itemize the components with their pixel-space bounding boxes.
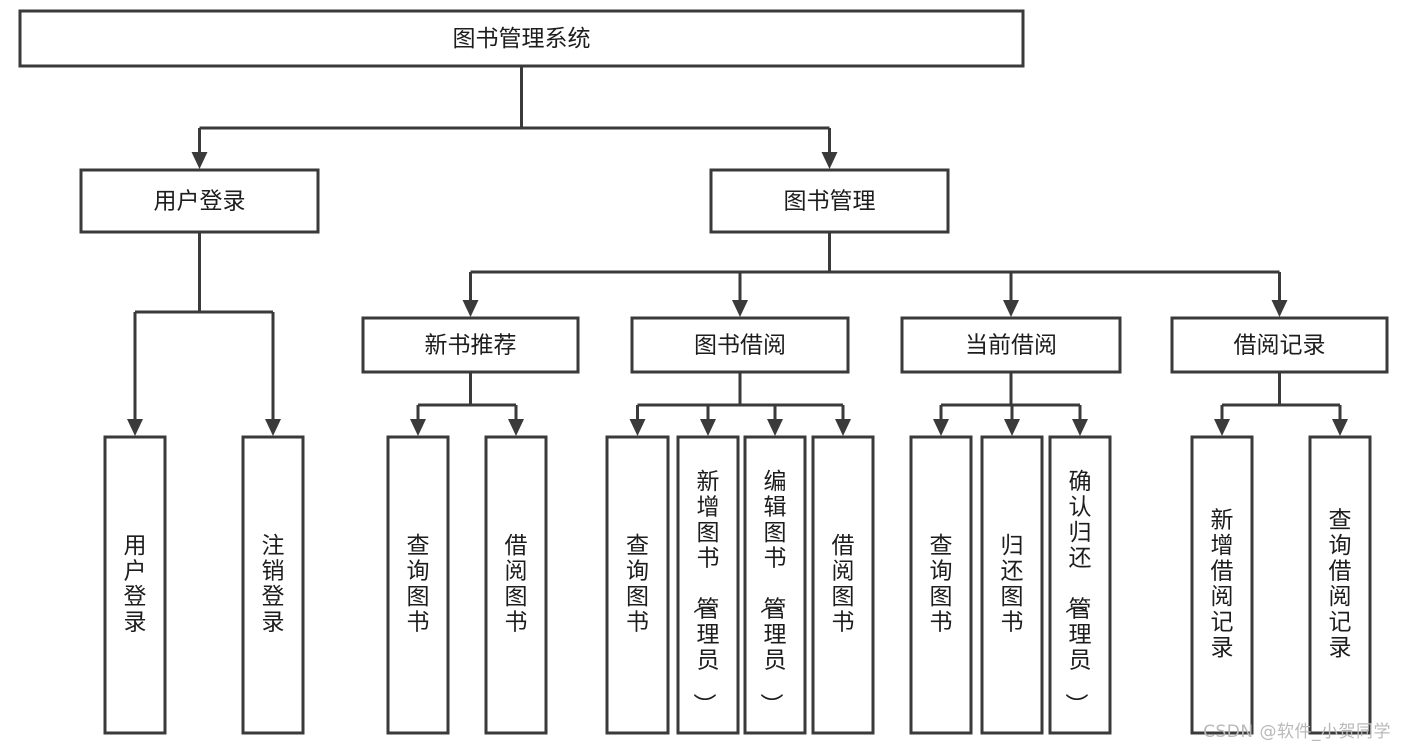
node-label-借阅图书: 借阅图书	[505, 533, 528, 636]
node-box-新增借阅记录[interactable]	[1190, 435, 1254, 735]
book-mgmt-arrow-0	[462, 300, 479, 317]
node-label-图书管理: 图书管理	[784, 189, 876, 215]
book-mgmt-arrow-1	[732, 300, 748, 317]
node-box-新书推荐[interactable]	[361, 316, 580, 374]
node-leaf-8[interactable]: 查询图书	[909, 435, 973, 735]
grp-用户登录-arrow-0	[127, 419, 143, 436]
node-label-编辑图书管理员: 编辑图书（管理员）	[758, 469, 787, 716]
root-arrow-0	[191, 152, 208, 169]
node-root-0[interactable]: 图书管理系统	[18, 9, 1025, 68]
node-box-图书借阅[interactable]	[630, 316, 850, 374]
node-box-借阅图书[interactable]	[484, 435, 548, 735]
node-leaf-5[interactable]: 新增图书（管理员）	[676, 435, 740, 735]
node-leaf-9[interactable]: 归还图书	[980, 435, 1044, 735]
node-box-确认归还管理员[interactable]	[1048, 435, 1112, 735]
node-l3-1[interactable]: 图书借阅	[630, 316, 850, 374]
node-box-查询图书[interactable]	[605, 435, 670, 735]
node-box-借阅记录[interactable]	[1170, 316, 1389, 374]
grp-当前借阅-arrow-2	[1072, 419, 1088, 436]
node-box-图书管理[interactable]	[709, 168, 950, 234]
node-box-图书管理系统[interactable]	[18, 9, 1025, 68]
node-leaf-3[interactable]: 借阅图书	[484, 435, 548, 735]
book-mgmt-arrow-2	[1003, 300, 1019, 317]
node-label-图书借阅: 图书借阅	[694, 333, 786, 359]
node-label-借阅图书: 借阅图书	[832, 533, 855, 636]
node-l3-3[interactable]: 借阅记录	[1170, 316, 1389, 374]
node-box-查询图书[interactable]	[386, 435, 450, 735]
node-label-确认归还管理员: 确认归还（管理员）	[1063, 469, 1092, 716]
grp-图书借阅-arrow-1	[700, 419, 716, 436]
root-arrow-1	[821, 152, 838, 169]
grp-用户登录-arrow-1	[265, 419, 281, 436]
node-label-查询借阅记录: 查询借阅记录	[1329, 507, 1352, 661]
node-box-用户登录[interactable]	[103, 435, 167, 735]
node-leaf-1[interactable]: 注销登录	[241, 435, 305, 735]
node-label-借阅记录: 借阅记录	[1234, 333, 1326, 359]
node-box-编辑图书管理员[interactable]	[743, 435, 807, 735]
node-box-借阅图书[interactable]	[811, 435, 875, 735]
node-label-新增图书管理员: 新增图书（管理员）	[691, 469, 720, 716]
csdn-watermark: CSDN @软件_小贺同学	[1203, 722, 1391, 742]
grp-图书借阅-arrow-0	[629, 419, 646, 436]
grp-当前借阅-arrow-1	[1004, 419, 1020, 436]
node-label-用户登录: 用户登录	[154, 189, 246, 215]
node-leaf-2[interactable]: 查询图书	[386, 435, 450, 735]
node-label-新书推荐: 新书推荐	[425, 333, 517, 359]
node-l2-0[interactable]: 用户登录	[79, 168, 320, 234]
node-label-当前借阅: 当前借阅	[965, 333, 1057, 359]
node-label-归还图书: 归还图书	[1001, 533, 1024, 636]
grp-新书推荐-arrow-0	[410, 419, 426, 436]
node-leaf-6[interactable]: 编辑图书（管理员）	[743, 435, 807, 735]
node-label-查询图书: 查询图书	[626, 533, 649, 636]
node-leaf-7[interactable]: 借阅图书	[811, 435, 875, 735]
node-box-注销登录[interactable]	[241, 435, 305, 735]
node-box-新增图书管理员[interactable]	[676, 435, 740, 735]
node-leaf-4[interactable]: 查询图书	[605, 435, 670, 735]
node-box-归还图书[interactable]	[980, 435, 1044, 735]
grp-图书借阅-arrow-2	[767, 419, 783, 436]
node-leaf-12[interactable]: 查询借阅记录	[1308, 435, 1372, 735]
connector-lines	[127, 66, 1348, 436]
node-label-图书管理系统: 图书管理系统	[453, 26, 591, 52]
node-leaf-11[interactable]: 新增借阅记录	[1190, 435, 1254, 735]
node-boxes: 图书管理系统用户登录图书管理新书推荐图书借阅当前借阅借阅记录用户登录注销登录查询…	[18, 9, 1389, 735]
grp-图书借阅-arrow-3	[835, 419, 851, 436]
node-box-查询借阅记录[interactable]	[1308, 435, 1372, 735]
node-l3-2[interactable]: 当前借阅	[900, 316, 1122, 374]
node-leaf-0[interactable]: 用户登录	[103, 435, 167, 735]
grp-当前借阅-arrow-0	[933, 419, 949, 436]
node-label-注销登录: 注销登录	[262, 533, 285, 636]
node-box-用户登录[interactable]	[79, 168, 320, 234]
node-label-查询图书: 查询图书	[407, 533, 430, 636]
grp-借阅记录-arrow-0	[1214, 419, 1230, 436]
node-box-当前借阅[interactable]	[900, 316, 1122, 374]
grp-新书推荐-arrow-1	[508, 419, 524, 436]
node-l2-1[interactable]: 图书管理	[709, 168, 950, 234]
node-leaf-10[interactable]: 确认归还（管理员）	[1048, 435, 1112, 735]
node-label-新增借阅记录: 新增借阅记录	[1211, 507, 1234, 661]
node-l3-0[interactable]: 新书推荐	[361, 316, 580, 374]
book-mgmt-arrow-3	[1271, 300, 1288, 317]
grp-借阅记录-arrow-1	[1332, 419, 1348, 436]
node-label-用户登录: 用户登录	[124, 533, 147, 636]
node-label-查询图书: 查询图书	[930, 533, 953, 636]
node-box-查询图书[interactable]	[909, 435, 973, 735]
